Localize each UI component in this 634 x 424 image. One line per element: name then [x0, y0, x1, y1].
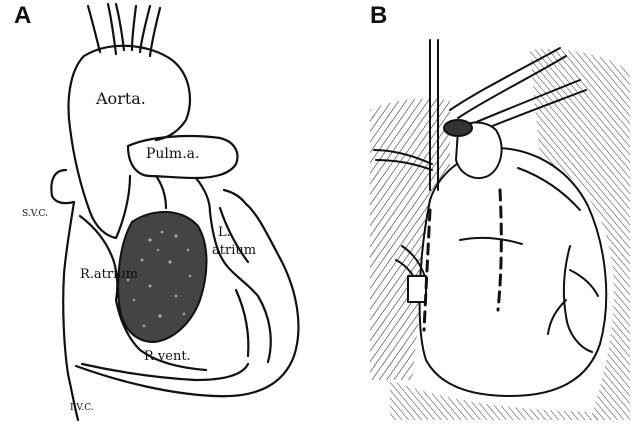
- label-pulm-a: Pulm.a.: [146, 146, 199, 162]
- heart-diagram-a: Aorta. Pulm.a. S.V.C. L. atrium R.atrium…: [0, 0, 330, 424]
- cannula-cap: [444, 120, 472, 136]
- label-l: L.: [218, 225, 231, 240]
- panel-b: B: [330, 0, 634, 424]
- aorta-outline: [69, 46, 190, 238]
- vessel-left: [88, 6, 100, 52]
- label-atrium: atrium: [212, 243, 256, 258]
- heart-body-outline: [420, 148, 607, 396]
- vessel-right: [140, 6, 150, 52]
- panel-a: A: [0, 0, 330, 424]
- chamber-line-2: [82, 364, 248, 380]
- vessel-middle: [116, 4, 124, 50]
- label-r-atrium: R.atrium: [80, 267, 138, 282]
- label-svc: S.V.C.: [22, 209, 48, 219]
- heart-diagram-b: [330, 0, 634, 424]
- svc-outline: [51, 170, 74, 203]
- label-aorta: Aorta.: [95, 89, 146, 108]
- clamp: [408, 276, 426, 302]
- label-r-vent: R.vent.: [144, 349, 191, 364]
- left-atrium-outline: [196, 178, 271, 362]
- label-ivc: I.V.C.: [70, 403, 94, 413]
